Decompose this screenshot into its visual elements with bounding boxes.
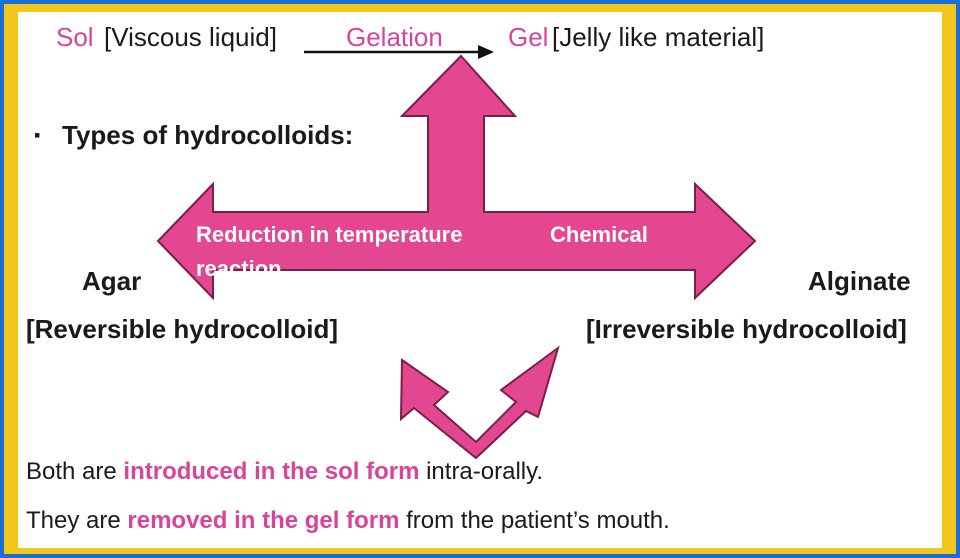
alginate-label: Alginate: [808, 266, 911, 296]
footer-line-2-post: from the patient’s mouth.: [399, 507, 670, 534]
left-arrow-label-cont: reaction: [196, 256, 282, 281]
arrow-diagram: [156, 45, 757, 460]
slide-frame: Sol [Viscous liquid] Gelation Gel [Jelly…: [4, 4, 956, 554]
alginate-description: [Irreversible hydrocolloid]: [586, 314, 907, 344]
big-three-way-arrow: [156, 54, 757, 301]
gel-description: [Jelly like material]: [552, 22, 765, 52]
footer-line-2-highlight: removed in the gel form: [127, 507, 400, 534]
footer-line-1-highlight: introduced in the sol form: [123, 458, 420, 485]
types-heading: Types of hydrocolloids:: [62, 120, 354, 150]
bullet-marker: ▪: [34, 125, 41, 145]
gel-label: Gel: [508, 22, 549, 52]
slide: Sol [Viscous liquid] Gelation Gel [Jelly…: [18, 12, 942, 548]
v-double-arrow: [399, 345, 560, 460]
footer-line-1: Both are introduced in the sol form intr…: [26, 458, 543, 486]
footer-line-2-pre: They are: [26, 507, 128, 534]
agar-description: [Reversible hydrocolloid]: [26, 314, 339, 344]
right-arrow-label: Chemical: [550, 222, 648, 247]
footer-line-1-post: intra-orally.: [419, 458, 544, 485]
footer-line-2: They are removed in the gel form from th…: [26, 507, 670, 535]
sol-description: [Viscous liquid]: [104, 22, 277, 52]
footer-line-1-pre: Both are: [26, 458, 124, 485]
gelation-label: Gelation: [346, 22, 443, 52]
gelation-arrow-head: [478, 45, 494, 59]
left-arrow-label: Reduction in temperature: [196, 222, 463, 247]
sol-label: Sol: [56, 22, 94, 52]
agar-label: Agar: [82, 266, 142, 296]
